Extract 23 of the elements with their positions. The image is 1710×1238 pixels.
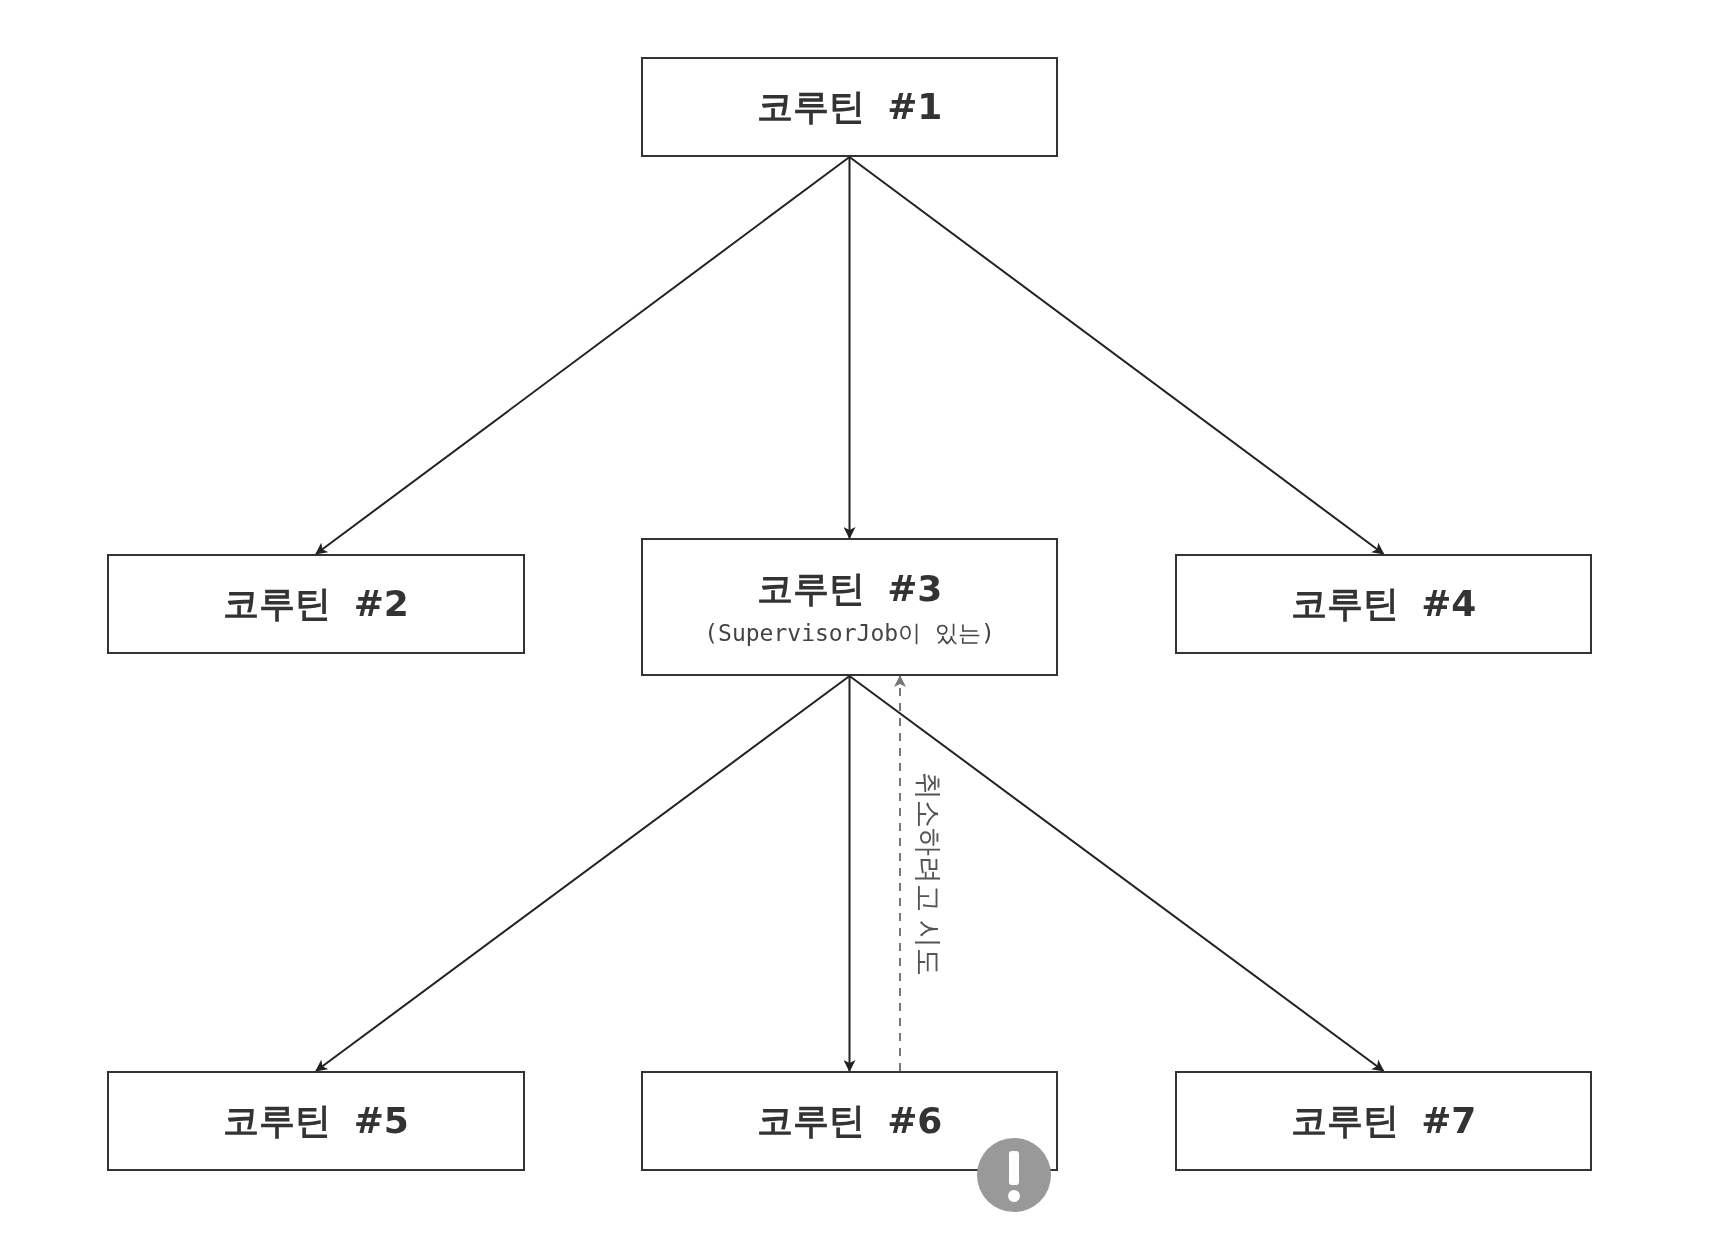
process-box [641, 1071, 1058, 1171]
arrow [848, 675, 1385, 1072]
node-subtitle: (SupervisorJob이 있는) [704, 619, 995, 648]
node-title: 코루틴 #1 [756, 84, 943, 129]
arrow [315, 675, 851, 1072]
node-title: 코루틴 #6 [756, 1098, 943, 1143]
process-box [107, 1071, 525, 1171]
arrow [315, 156, 851, 555]
node-title: 코루틴 #3 [756, 567, 943, 611]
process-box [1175, 1071, 1592, 1171]
arrow [894, 675, 906, 1072]
node-title: 코루틴 #4 [1290, 581, 1477, 626]
process-box [641, 57, 1058, 157]
process-box [641, 538, 1058, 676]
node-title: 코루틴 #7 [1290, 1098, 1477, 1143]
arrow [843, 156, 856, 539]
process-box [107, 554, 525, 654]
process-box [1175, 554, 1592, 654]
arrow [848, 156, 1385, 555]
arrow [843, 675, 856, 1072]
edge-label: 취소하려고 시도 [911, 771, 946, 976]
node-title: 코루틴 #5 [223, 1098, 409, 1143]
node-title: 코루틴 #2 [223, 581, 409, 626]
